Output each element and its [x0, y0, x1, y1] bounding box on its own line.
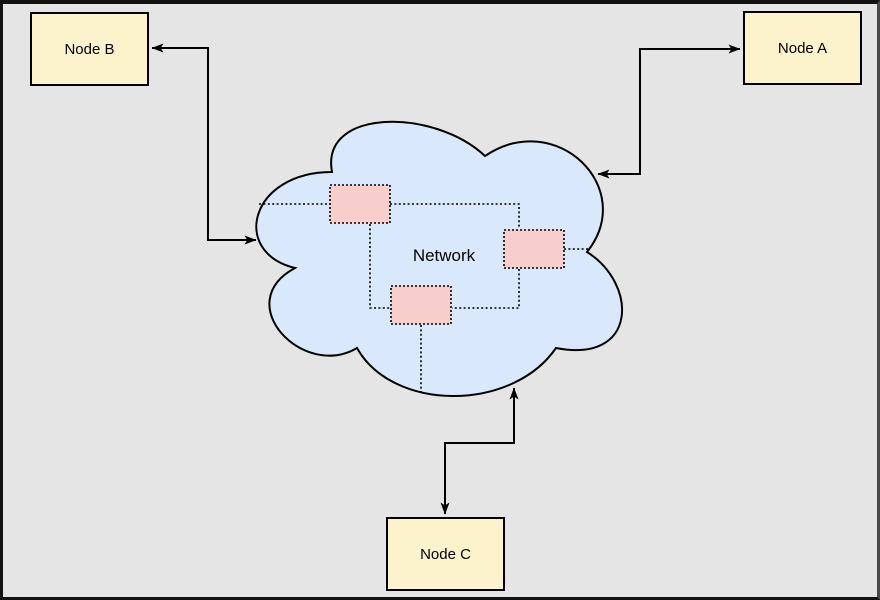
arrow-node-c-to-cloud	[440, 387, 519, 515]
cloud-inner-box-2	[503, 229, 565, 269]
node-a-box: Node A	[743, 11, 862, 85]
dotted-link-box1-to-box2	[390, 203, 520, 229]
cloud-label: Network	[412, 246, 476, 265]
node-a-label: Node A	[777, 39, 828, 57]
cloud-inner-box-3	[390, 285, 452, 325]
dotted-link-box1-to-box3	[369, 224, 390, 309]
node-b-label: Node B	[64, 40, 115, 58]
node-c-label: Node C	[420, 545, 471, 563]
cloud-inner-box-1	[329, 184, 391, 224]
arrow-node-b-to-cloud	[151, 43, 257, 245]
node-c-box: Node C	[386, 517, 505, 591]
arrow-node-a-to-cloud	[597, 44, 741, 179]
node-b-box: Node B	[30, 12, 149, 86]
dotted-link-box2-to-box3	[452, 269, 520, 309]
